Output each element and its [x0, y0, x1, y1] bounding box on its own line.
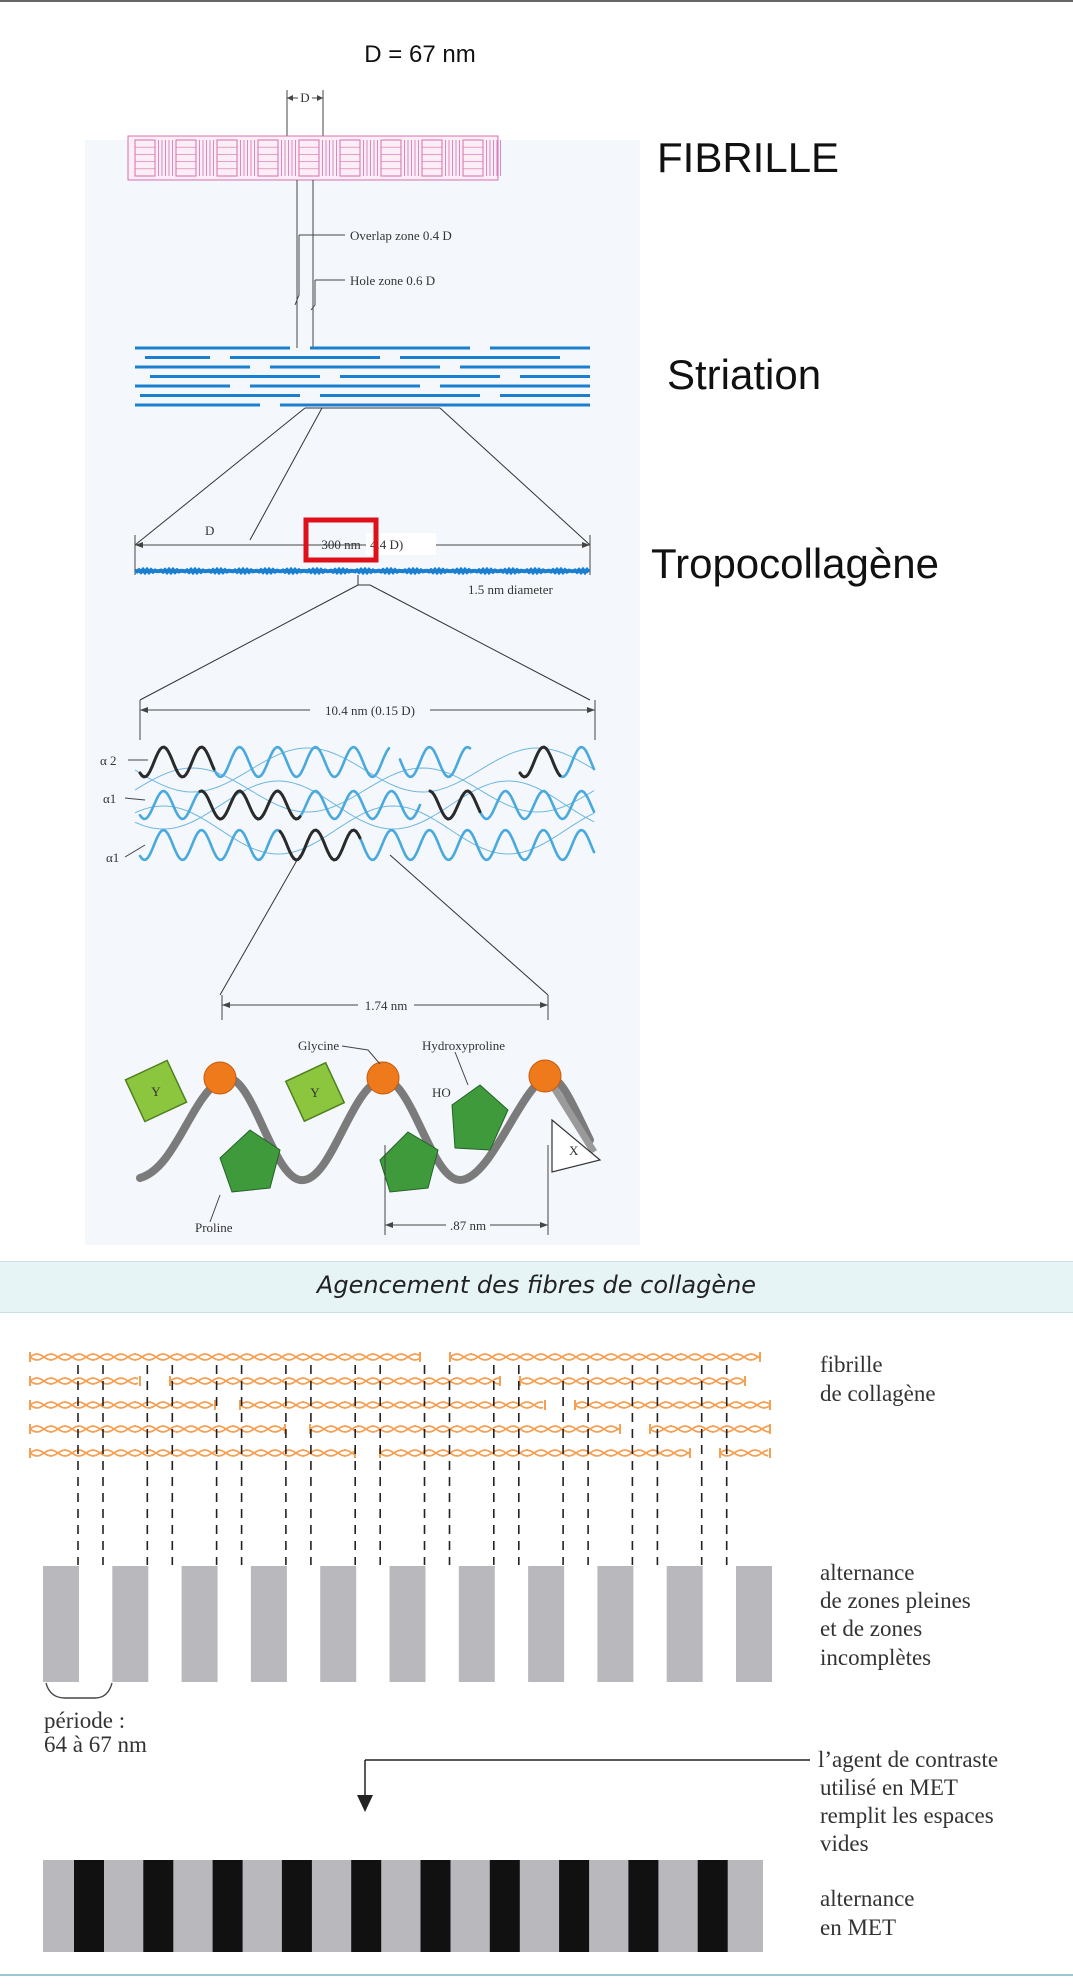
proline-1 — [219, 1129, 281, 1193]
alternance-label-4: incomplètes — [820, 1645, 931, 1670]
level-fibrille: FIBRILLE — [657, 134, 839, 181]
zoom-lines-3 — [219, 854, 549, 996]
contrast-arrow — [357, 1759, 810, 1812]
y-residue-2 — [284, 1061, 346, 1123]
periode-line2: 64 à 67 nm — [44, 1732, 147, 1757]
amino-acid-chain: Y Y X — [124, 1059, 602, 1193]
svg-text:10.4 nm (0.15 D): 10.4 nm (0.15 D) — [325, 703, 415, 718]
glycine-2 — [366, 1061, 400, 1095]
hydroxyproline-label: Hydroxyproline — [422, 1038, 505, 1053]
tropocollagen-molecule — [134, 566, 591, 576]
chain-alpha1-a: α1 — [103, 791, 116, 806]
alternance-label-2: de zones pleines — [820, 1588, 971, 1613]
zoom-lines-2 — [139, 575, 591, 701]
level-tropocollagene: Tropocollagène — [651, 540, 939, 587]
d-label: D — [205, 523, 214, 538]
svg-text:X: X — [569, 1143, 579, 1158]
diameter-label: 1.5 nm diameter — [468, 582, 554, 597]
hydroxyproline-residue — [451, 1084, 509, 1151]
svg-text:Y: Y — [151, 1084, 161, 1099]
svg-text:1.74 nm: 1.74 nm — [365, 998, 408, 1013]
svg-text:D: D — [300, 90, 309, 105]
overlap-zone-label: Overlap zone 0.4 D — [350, 228, 452, 243]
x-residue — [551, 1118, 602, 1173]
d-title: D = 67 nm — [364, 41, 475, 68]
agent-label-3: remplit les espaces — [820, 1803, 994, 1828]
met-label-1: alternance — [820, 1886, 914, 1911]
helix-width: 10.4 nm (0.15 D) — [139, 700, 596, 740]
level-striation: Striation — [667, 351, 821, 398]
chain-alpha1-b: α1 — [106, 850, 119, 865]
proline-label: Proline — [195, 1220, 233, 1235]
glycine-label: Glycine — [298, 1038, 339, 1053]
striation-lines — [135, 346, 590, 407]
chain-alpha2: α 2 — [100, 753, 117, 768]
fibrille-bar — [127, 135, 501, 181]
svg-text:.87 nm: .87 nm — [450, 1218, 486, 1233]
alternance-label-3: et de zones — [820, 1616, 922, 1641]
pitch-dimension: 1.74 nm — [221, 995, 549, 1020]
alignment-dashes — [77, 1365, 728, 1565]
triple-helix — [124, 745, 596, 862]
d-period-marker: D — [286, 90, 324, 140]
caption: Agencement des fibres de collagène — [316, 1271, 757, 1299]
hole-zone-label: Hole zone 0.6 D — [350, 273, 435, 288]
agent-label-2: utilisé en MET — [820, 1775, 958, 1800]
amino-leaders — [209, 1045, 469, 1223]
overlap-hole-leaders — [294, 180, 345, 348]
ho-label: HO — [432, 1085, 451, 1100]
periode-line1: période : — [44, 1708, 125, 1733]
fibrille-label-2: de collagène — [820, 1381, 936, 1406]
alternance-label-1: alternance — [820, 1560, 914, 1585]
gray-band-pattern — [43, 1566, 772, 1682]
glycine-3 — [528, 1059, 562, 1093]
met-label-2: en MET — [820, 1915, 896, 1940]
glycine-1 — [203, 1061, 237, 1095]
highlight-box — [303, 517, 379, 563]
agent-label-1: l’agent de contraste — [818, 1747, 998, 1772]
y-residue-1 — [124, 1059, 188, 1123]
length-nm: 300 nm — [321, 537, 360, 552]
periode-bracket — [45, 1682, 113, 1699]
collagen-fibers — [29, 1352, 771, 1458]
met-band-pattern — [43, 1860, 763, 1952]
zoom-lines-1 — [134, 407, 591, 546]
tropocollagen-length: D 300 nm 4.4 D) — [134, 517, 591, 575]
agent-label-4: vides — [820, 1831, 869, 1856]
svg-text:Y: Y — [310, 1085, 320, 1100]
fibrille-label-1: fibrille — [820, 1352, 883, 1377]
spacing-dimension: .87 nm — [384, 1145, 549, 1235]
caption-band — [0, 1261, 1073, 1313]
